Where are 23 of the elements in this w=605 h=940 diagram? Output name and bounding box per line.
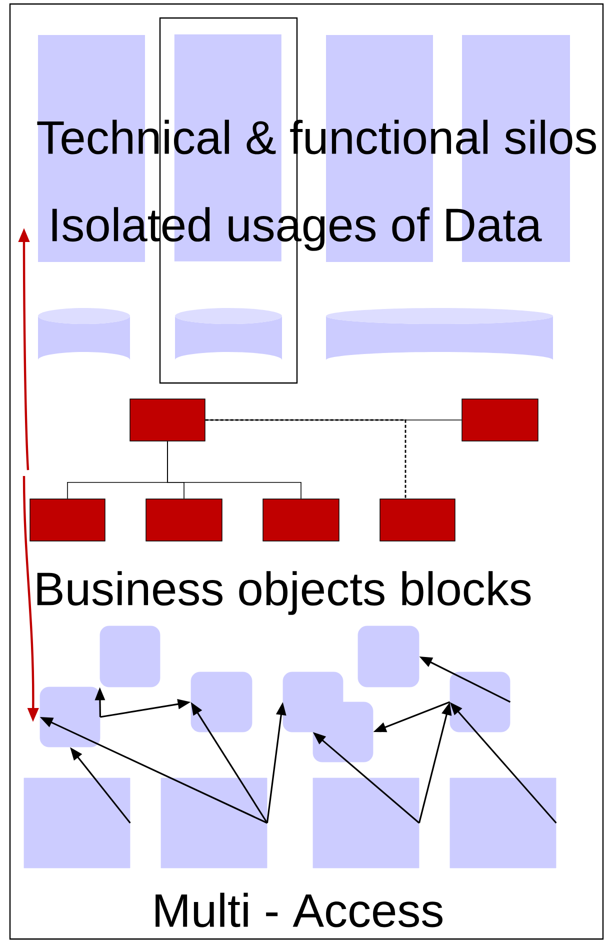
- heading-text: Multi - Access: [156, 892, 442, 928]
- rounded-square: [450, 672, 510, 732]
- access-block: [450, 778, 556, 868]
- rounded-square: [190, 672, 252, 732]
- rounded-square: [312, 702, 374, 762]
- object-block: [146, 498, 222, 542]
- rounded-square: [100, 626, 160, 688]
- object-block: [262, 498, 340, 542]
- heading-text: Business objects blocks: [37, 571, 531, 615]
- connector-line: [167, 440, 302, 500]
- object-block: [30, 498, 106, 542]
- object-block: [380, 498, 456, 542]
- database-cylinder: [38, 308, 130, 360]
- database-cylinder: [175, 308, 282, 360]
- object-block: [462, 398, 538, 442]
- rounded-square: [358, 626, 420, 688]
- database-cylinder: [326, 308, 553, 360]
- access-block: [160, 778, 268, 868]
- rounded-square: [40, 686, 100, 748]
- object-block: [130, 398, 206, 442]
- access-block: [312, 778, 420, 868]
- connector-line: [205, 419, 406, 499]
- access-block: [24, 778, 130, 868]
